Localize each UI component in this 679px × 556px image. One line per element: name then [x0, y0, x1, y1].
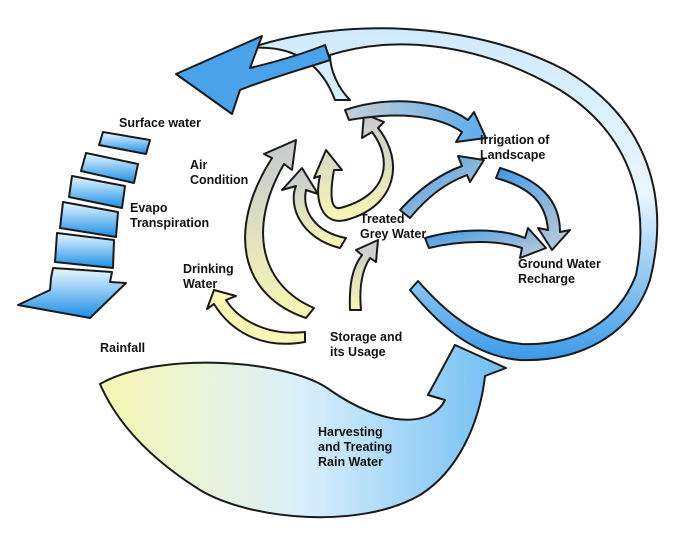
surface-water-stripe [59, 201, 119, 238]
label-harvesting: Harvesting and Treating Rain Water [318, 425, 393, 469]
outer-cycle-band [249, 27, 659, 362]
surface-water-stripe [54, 232, 115, 269]
surface-water-stripe [98, 131, 151, 155]
arrow-to-irrigation-top [344, 100, 487, 143]
center-loop-arrow [313, 113, 394, 222]
outer-cycle-arrowhead [175, 35, 331, 115]
arrow-irrigation-to-recharge [495, 167, 571, 251]
rainfall-arrow [17, 267, 127, 319]
arrow-treated-to-irrigation [399, 155, 485, 219]
label-ground-water-recharge: Ground Water Recharge [518, 257, 601, 286]
arrow-storage-to-treated [348, 239, 379, 311]
harvesting-band [99, 344, 507, 519]
label-rainfall: Rainfall [100, 341, 146, 355]
surface-water-stripe [80, 152, 139, 184]
arrow-treated-to-recharge [424, 227, 547, 259]
label-drinking-water: Drinking Water [183, 262, 234, 291]
surface-water-stripe [68, 175, 126, 209]
arrow-storage-to-aircondition [244, 139, 315, 319]
label-storage-usage: Storage and its Usage [330, 330, 403, 359]
arrow-storage-to-drinking [206, 289, 306, 345]
label-treated-grey-water: Treated Grey Water [360, 212, 427, 241]
arrow-to-treated-left [281, 167, 347, 249]
label-irrigation: Irrigation of Landscape [480, 133, 550, 162]
label-evapo-transpiration: Evapo Transpiration [130, 201, 210, 230]
label-air-condition: Air Condition [190, 158, 249, 187]
label-surface-water: Surface water [119, 116, 201, 130]
